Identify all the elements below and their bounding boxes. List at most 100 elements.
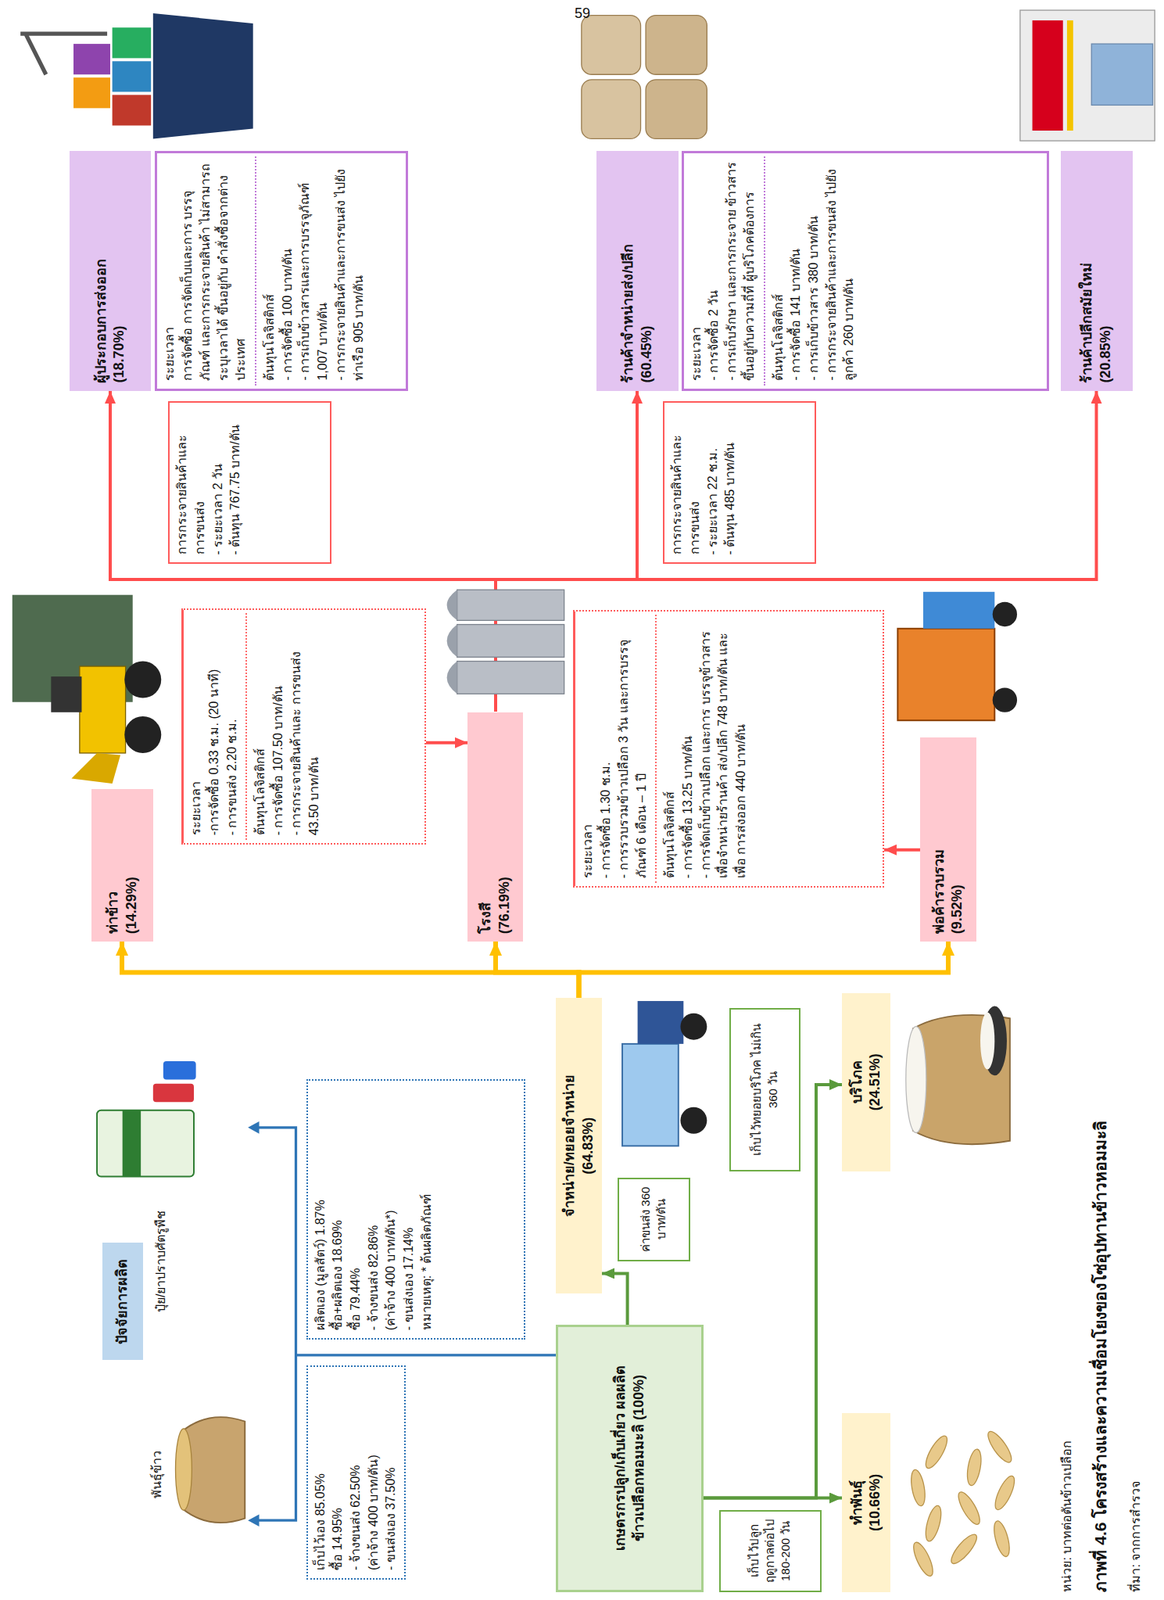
node-text: เกษตรกรปลูก/เก็บเกี่ยว ผลผลิตข้าวเปลือกห… — [611, 1360, 649, 1556]
container-illustration — [112, 60, 152, 92]
container-illustration — [112, 27, 152, 58]
grain — [964, 1447, 984, 1487]
note-box: เก็บไว้ปลูก ฤดูกาลต่อไป 180-200 วัน — [719, 1509, 822, 1591]
grain — [909, 1539, 937, 1578]
node-text: - จ้างขนส่ง 82.86% — [365, 1088, 384, 1330]
flow-connector — [884, 848, 921, 852]
node-text: ซื้อ+ผลิตเอง 18.69% — [329, 1088, 348, 1330]
wheel-illustration — [124, 661, 162, 699]
node-text: ต้นทุนโลจิสติกส์ — [770, 161, 788, 381]
flow-connector — [426, 741, 468, 745]
node-text: - การเก็บข้าวสาร 380 บาท/ตัน — [805, 161, 824, 381]
node-text: พ่อค้ารวบรวม (9.52%) — [930, 816, 968, 934]
node-text: หมายเหตุ: * ต้นผลิตภัณฑ์ — [418, 1088, 437, 1330]
node-text: - การกระจายสินค้าและ การขนส่ง 43.50 บาท/… — [287, 617, 323, 836]
info-box: ระยะเวลา- การจัดซื้อ 1.30 ช.ม.- การรวบรว… — [573, 609, 885, 888]
wheel-illustration — [992, 687, 1018, 712]
label-text: ที่มา: จากการสำรวจ — [1128, 1480, 1145, 1592]
node-text: ต้นทุนโลจิสติกส์ — [661, 619, 680, 878]
store-door-illustration — [1091, 43, 1153, 105]
flow-connector — [601, 1272, 628, 1325]
actor-box: ผู้ประกอบการส่งออก (18.70%) — [69, 150, 151, 391]
node-text: ต้นทุนโลจิสติกส์ — [251, 617, 270, 836]
sack-illustration — [581, 15, 642, 76]
section-divider — [655, 614, 657, 883]
info-box: ระยะเวลาการจัดซื้อ การจัดเก็บและการ บรรจ… — [154, 150, 409, 391]
node-text: บริโภค (24.51%) — [848, 1035, 885, 1129]
actor-box: ร้านค้าปลีกสมัยใหม่ (20.85%) — [1060, 150, 1132, 391]
info-box: เก็บไว้เอง 85.05%ซื้อ 14.95%- จ้างขนส่ง … — [306, 1364, 407, 1580]
node-text: - ขนส่งเอง 17.14% — [400, 1088, 419, 1330]
node-text: - การเก็บข้าวสารและการบรรจุภัณฑ์ 1,007 บ… — [296, 161, 332, 381]
pickup-cab-illustration — [637, 1000, 685, 1044]
label-text: พันธุ์ข้าว — [149, 1450, 166, 1498]
flow-connector — [121, 941, 580, 998]
node-text: จำหน่าย/ทยอยจำหน่าย (64.83%) — [560, 1055, 598, 1236]
silo-illustration — [457, 624, 565, 658]
transport-box: การกระจายสินค้าและ การขนส่ง- ระยะเวลา 22… — [662, 401, 817, 565]
silo-illustration — [457, 661, 565, 695]
fertilizer-bag-stripe — [122, 1110, 141, 1177]
section-divider — [245, 612, 248, 841]
pesticide-bottle-illustration — [153, 1083, 194, 1102]
loader-bucket-illustration — [71, 752, 121, 784]
node-text: ท่าข้าว (14.29%) — [103, 847, 141, 934]
node-text: - ต้นทุน 767.75 บาท/ตัน — [226, 410, 245, 556]
sack-illustration — [581, 79, 642, 140]
node-text: ผลิตเอง (มูลสัตว์) 1.87% — [311, 1088, 330, 1330]
grain — [921, 1432, 951, 1472]
node-text: -การจัดซื้อ 0.33 ช.ม. (20 นาที) — [205, 617, 224, 836]
producer-box: เกษตรกรปลูก/เก็บเกี่ยว ผลผลิตข้าวเปลือกห… — [555, 1324, 704, 1592]
section-divider — [763, 156, 766, 386]
rice-in-bowl-illustration — [980, 1011, 995, 1069]
page-number: 59 — [574, 4, 591, 23]
node-text: การกระจายสินค้าและ การขนส่ง — [668, 410, 704, 556]
actor-box: ท่าข้าว (14.29%) — [91, 788, 153, 942]
section-divider — [254, 156, 257, 386]
node-text: ระยะเวลา — [187, 617, 206, 836]
wheel-illustration — [680, 1106, 707, 1134]
label-text: หน่วย: บาทต่อตันข้าวเปลือก — [1059, 1439, 1076, 1592]
node-text: - ระยะเวลา 2 วัน — [209, 410, 228, 556]
grain — [954, 1488, 984, 1527]
sack-illustration — [645, 79, 707, 140]
actor-box: ร้านค้าจำหน่ายส่ง/ปลีก (60.45%) — [596, 150, 678, 391]
actor-box: โรงสี (76.19%) — [467, 712, 524, 942]
note-box: เก็บไว้ทยอยบริโภค ไม่เกิน 360 วัน — [729, 1007, 801, 1172]
container-illustration — [73, 43, 111, 75]
white-rice-illustration — [906, 1026, 927, 1133]
node-text: - จ้างขนส่ง 62.50% — [347, 1374, 366, 1570]
node-text: การกระจายสินค้าและ การขนส่ง — [173, 410, 209, 556]
node-text: เก็บไว้ทยอยบริโภค ไม่เกิน 360 วัน — [748, 1013, 781, 1166]
node-text: - การขนส่ง 2.20 ช.ม. — [223, 617, 242, 836]
loader-cab-illustration — [50, 676, 82, 713]
pesticide-bottle-illustration — [163, 1060, 197, 1079]
seed-grain-illustration — [175, 1428, 193, 1510]
grain — [909, 1468, 928, 1507]
pickup-cargo-illustration — [622, 1043, 679, 1146]
node-text: ทำพันธุ์ (10.66%) — [848, 1454, 885, 1549]
node-text: ร้านค้าปลีกสมัยใหม่ (20.85%) — [1078, 214, 1115, 384]
category-box: ปัจจัยการผลิต — [102, 1242, 144, 1360]
node-text: - การรวบรวมข้าวเปลือก 3 วัน และการบรรจุภ… — [615, 619, 651, 878]
flow-connector — [495, 941, 580, 998]
grain — [984, 1428, 1016, 1465]
node-text: เก็บไว้เอง 85.05% — [311, 1374, 330, 1570]
arrowhead — [247, 1121, 259, 1526]
ship-hull-illustration — [153, 13, 254, 139]
node-text: - ขนส่งเอง 37.50% — [382, 1374, 401, 1570]
node-text: ผู้ประกอบการส่งออก (18.70%) — [92, 218, 129, 384]
node-text: - การจัดซื้อ 107.50 บาท/ตัน — [269, 617, 288, 836]
node-text: - การกระจายสินค้าและการขนส่ง ไปยังท่าเรื… — [332, 161, 368, 381]
container-illustration — [112, 94, 152, 126]
node-text: - การจัดซื้อ 13.25 บาท/ตัน — [679, 619, 698, 878]
wheel-illustration — [124, 716, 162, 753]
loader-body-illustration — [79, 666, 126, 753]
node-text: (ค่าจ้าง 400 บาท/ตัน) — [365, 1374, 384, 1570]
figure-caption: ภาพที่ 4.6 โครงสร้างและความเชื่อมโยงของโ… — [1089, 1120, 1111, 1592]
channel-box: ทำพันธุ์ (10.66%) — [841, 1412, 892, 1591]
node-text: ร้านค้าจำหน่ายส่ง/ปลีก (60.45%) — [619, 207, 656, 384]
node-text: (ค่าจ้าง 400 บาท/ตัน*) — [382, 1088, 401, 1330]
wheel-illustration — [992, 601, 1018, 627]
store-illustration — [1020, 10, 1155, 141]
